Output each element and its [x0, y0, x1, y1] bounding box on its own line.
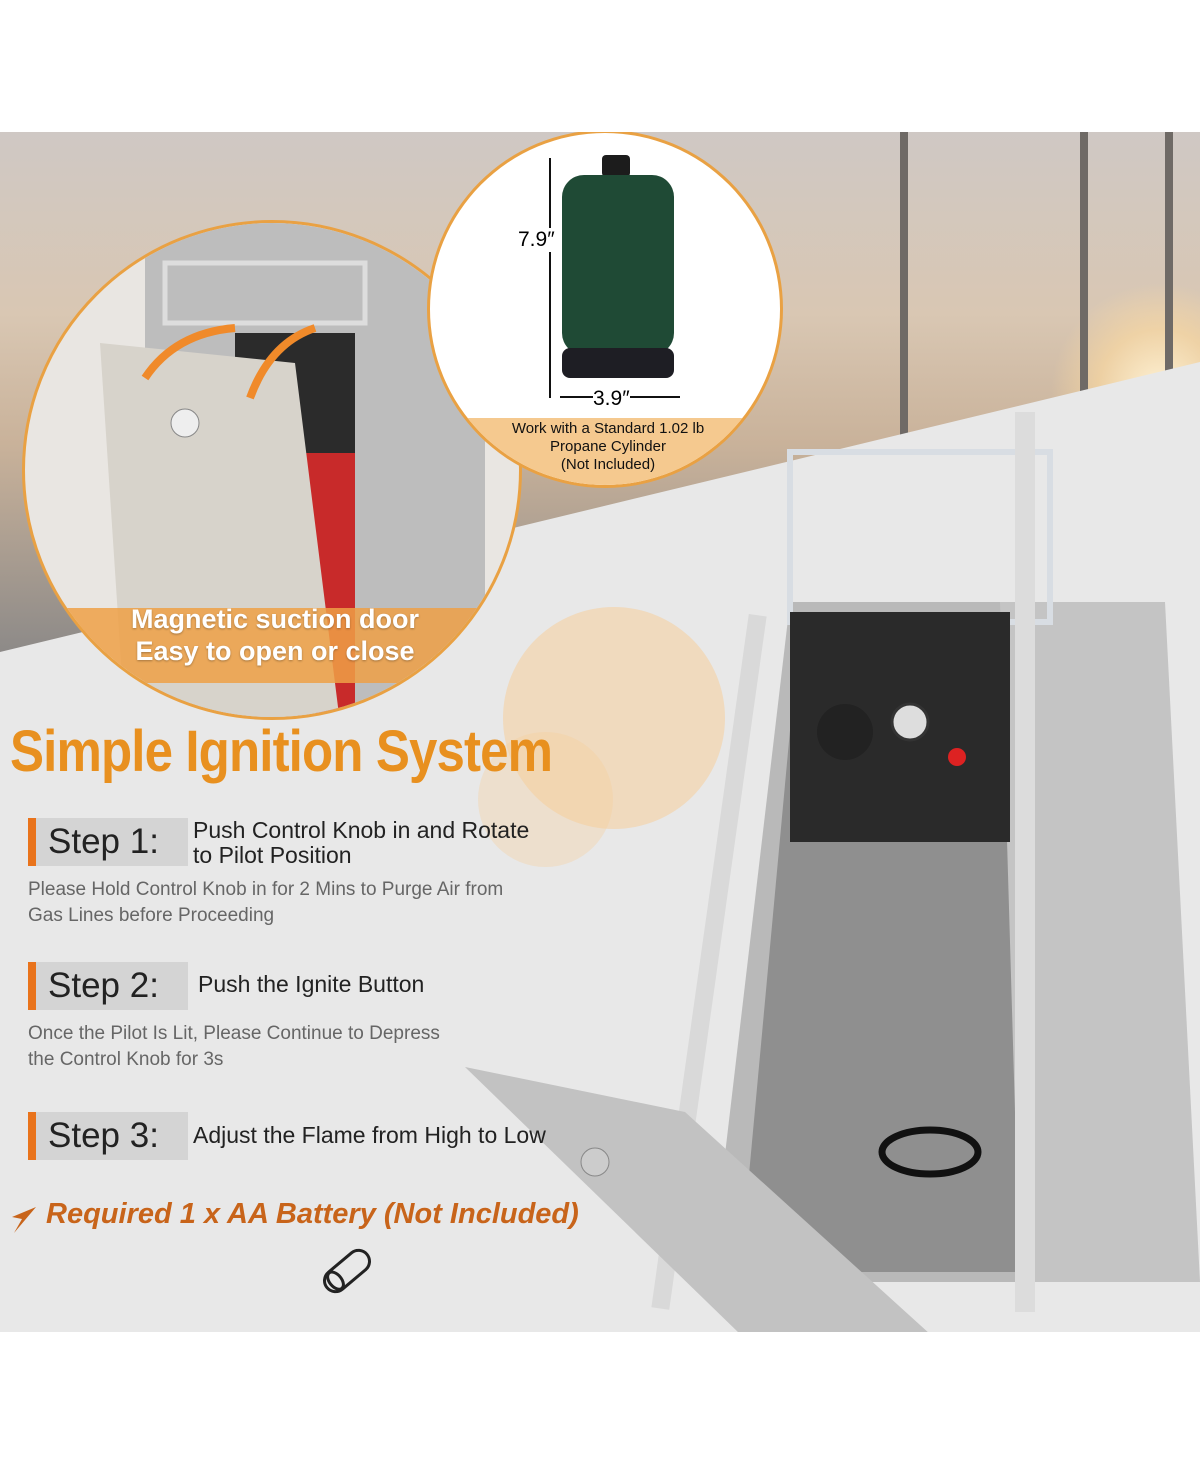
step-2-label: Step 2:	[28, 962, 188, 1010]
cylinder-note-line3: (Not Included)	[560, 456, 656, 473]
door-callout-line2: Easy to open or close	[135, 636, 415, 666]
step-1-note-line2: Gas Lines before Proceeding	[28, 905, 275, 926]
step-3-label: Step 3:	[28, 1112, 188, 1160]
cylinder-note-line1: Work with a Standard 1.02 lb	[511, 420, 705, 437]
step-1-note-line1: Please Hold Control Knob in for 2 Mins t…	[28, 879, 504, 900]
battery-requirement: Required 1 x AA Battery (Not Included)	[46, 1198, 579, 1230]
step-1-text-line1: Push Control Knob in and Rotate	[193, 817, 530, 843]
step-2-text: Push the Ignite Button	[198, 971, 425, 997]
cylinder-width-label: 3.9″	[593, 387, 630, 411]
step-2-note-line1: Once the Pilot Is Lit, Please Continue t…	[28, 1023, 440, 1044]
patio-heater-image	[465, 412, 1200, 1332]
page-title: Simple Ignition System	[10, 719, 553, 784]
step-3-text: Adjust the Flame from High to Low	[193, 1122, 546, 1148]
arrow-icon	[12, 1207, 36, 1233]
cylinder-callout-circle: 7.9″ 3.9″ Work with a Standard 1.02 lb P…	[427, 132, 783, 488]
step-2-note-line2: the Control Knob for 3s	[28, 1049, 224, 1070]
door-callout-line1: Magnetic suction door	[130, 604, 419, 634]
step-1-label: Step 1:	[28, 818, 188, 866]
decorative-circle	[503, 607, 725, 829]
propane-cylinder-image	[549, 155, 680, 398]
product-scene: Magnetic suction door Easy to open or cl…	[0, 132, 1200, 1332]
decorative-circle	[478, 732, 613, 867]
cylinder-height-label: 7.9″	[518, 228, 555, 252]
cylinder-note-line2: Propane Cylinder	[550, 438, 666, 455]
step-1-text-line2: to Pilot Position	[193, 842, 352, 868]
battery-icon	[323, 1248, 371, 1294]
